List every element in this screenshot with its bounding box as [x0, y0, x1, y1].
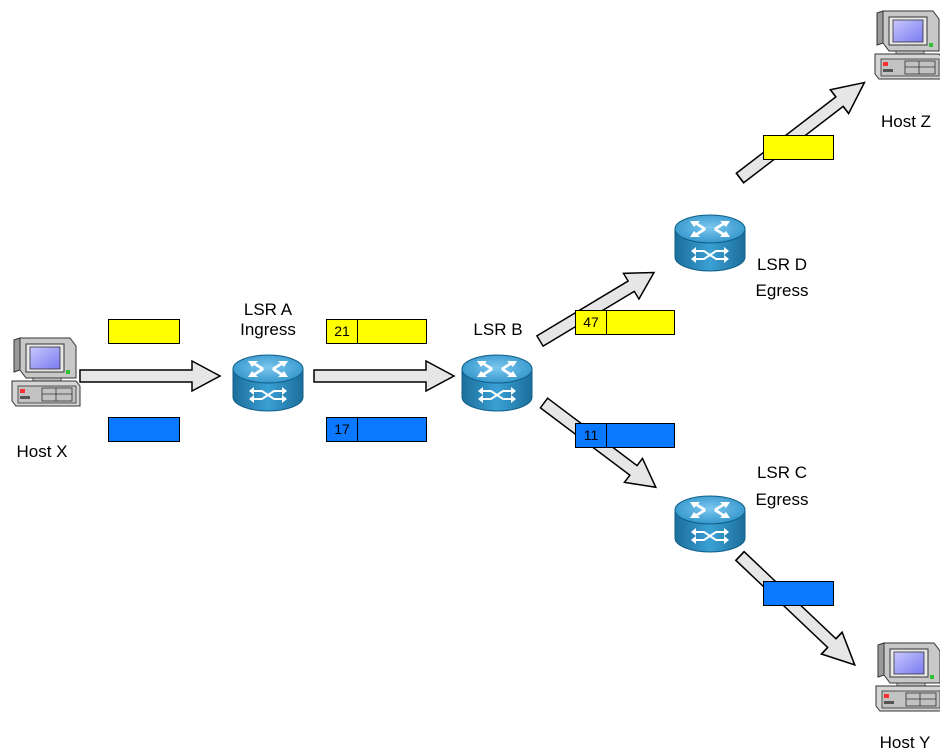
host-z-computer-icon — [874, 10, 940, 80]
host-y-computer-icon — [875, 642, 940, 712]
flow-arrow — [730, 69, 875, 191]
lsr-d-router-icon — [674, 214, 746, 272]
packet-b-to-c-blue: 11 — [575, 423, 675, 448]
host-x-computer-icon — [11, 337, 81, 407]
packet-x-to-a-yellow — [108, 319, 180, 344]
mpls-label: 47 — [576, 311, 607, 334]
host-y-label: Host Y — [879, 733, 931, 752]
flow-arrow — [728, 544, 866, 677]
lsr-c-router-icon — [674, 495, 746, 553]
mpls-label: 21 — [327, 320, 358, 343]
mpls-label: 17 — [327, 418, 358, 441]
flow-arrow — [313, 360, 455, 392]
packet-c-to-y-blue — [763, 581, 834, 606]
flow-arrow — [79, 360, 221, 392]
lsr-c-role: Egress — [755, 490, 809, 509]
packet-a-to-b-yellow: 21 — [326, 319, 427, 344]
lsr-b-label: LSR B — [473, 320, 523, 339]
lsr-d-label: LSR D — [756, 255, 808, 274]
host-x-label: Host X — [16, 442, 68, 461]
packet-b-to-d-yellow: 47 — [575, 310, 675, 335]
host-z-label: Host Z — [880, 112, 932, 131]
lsr-a-label: LSR A — [243, 300, 293, 319]
lsr-d-role: Egress — [755, 281, 809, 300]
lsr-a-role: Ingress — [240, 320, 296, 339]
lsr-c-label: LSR C — [756, 463, 808, 482]
lsr-a-router-icon — [232, 354, 304, 412]
mpls-label: 11 — [576, 424, 607, 447]
packet-x-to-a-blue — [108, 417, 180, 442]
packet-a-to-b-blue: 17 — [326, 417, 427, 442]
lsr-b-router-icon — [461, 354, 533, 412]
packet-d-to-z-yellow — [763, 135, 834, 160]
flow-arrow — [531, 258, 663, 355]
